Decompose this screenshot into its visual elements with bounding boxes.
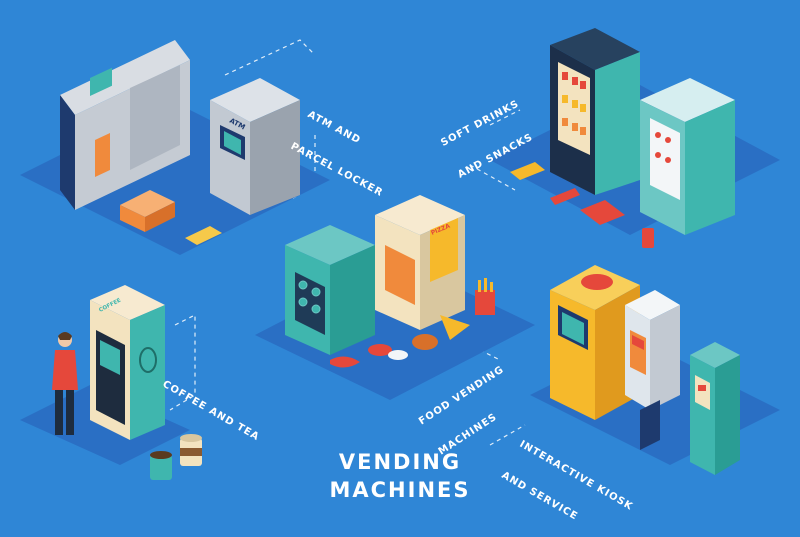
soft-drinks-group bbox=[490, 28, 780, 248]
connector-lines bbox=[169, 39, 526, 446]
coffee-group: COFFEE bbox=[20, 285, 202, 480]
page-title: VENDING MACHINES bbox=[300, 448, 500, 504]
food-group: PIZZA bbox=[255, 195, 535, 400]
title-line-2: MACHINES bbox=[329, 478, 471, 502]
locker-screen bbox=[90, 67, 112, 97]
atm-parcel-group: ATM bbox=[20, 40, 330, 255]
kiosk-group bbox=[530, 265, 780, 475]
title-line-1: VENDING bbox=[338, 450, 462, 474]
